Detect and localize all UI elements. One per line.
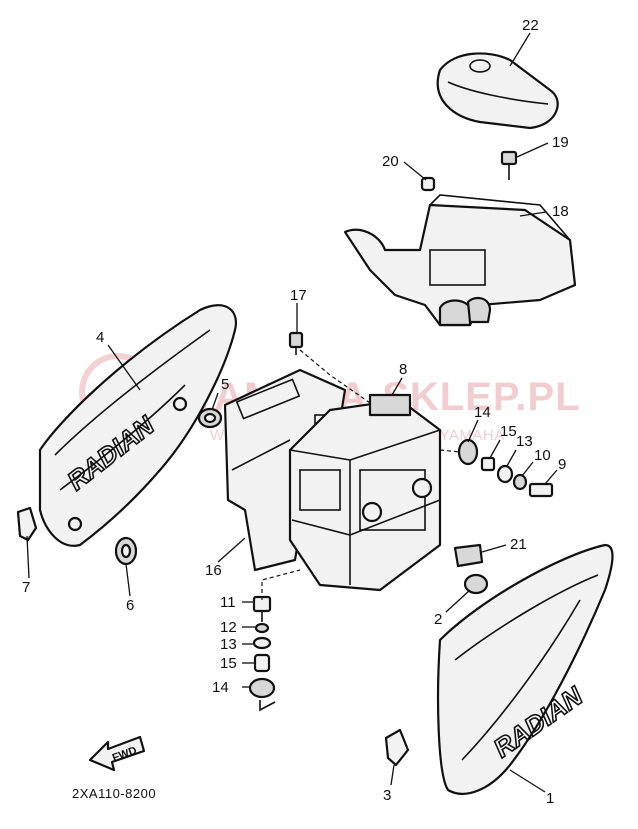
callout-12: 12 [220,619,237,636]
part-14-grommet-lower [248,677,276,699]
callout-7: 7 [22,579,30,596]
callout-19: 19 [552,134,569,151]
part-18-tray [343,194,577,327]
callout-22: 22 [522,17,539,34]
callout-18: 18 [552,203,569,220]
callout-10: 10 [534,447,551,464]
callout-6: 6 [126,597,134,614]
part-7-clip [16,506,38,542]
callout-17: 17 [290,287,307,304]
part-22-pad [436,52,559,130]
callout-13: 13 [516,433,533,450]
part-5-grommet [197,407,223,429]
callout-5: 5 [221,376,229,393]
callout-4: 4 [96,329,104,346]
part-9-bolt [528,482,554,498]
part-13-washer [496,464,514,484]
part-6-grommet [114,536,138,566]
part-15-collar-lower [253,653,271,673]
part-15-collar [480,456,496,472]
part-14-grommet [457,438,479,466]
part-12-washer [254,622,270,634]
part-13-washer-lower [252,636,272,650]
callout-21: 21 [510,536,527,553]
callout-13-lower: 13 [220,636,237,653]
callout-15-lower: 15 [220,655,237,672]
part-3-clip [384,728,410,767]
part-20-cap [420,176,436,192]
callout-11: 11 [220,594,236,611]
lower-fastener-stack [248,569,301,712]
part-21-pad [453,543,484,568]
part-8-battery-box [288,393,442,592]
drawing-code: 2XA110-8200 [72,786,156,801]
callout-14: 14 [474,404,491,421]
part-10-washer [512,473,528,491]
callout-20: 20 [382,153,399,170]
callout-labels: 22 19 20 18 17 4 5 8 14 15 13 10 9 7 6 1… [22,17,569,807]
callout-1: 1 [546,790,554,807]
part-17-bolt [288,331,304,355]
fwd-arrow-icon: FWD [88,735,146,772]
callout-3: 3 [383,787,391,804]
leader-lines [26,32,558,793]
callout-9: 9 [558,456,566,473]
callout-8: 8 [399,361,407,378]
part-19-bolt [500,150,518,180]
callout-15: 15 [500,423,517,440]
callout-14-lower: 14 [212,679,229,696]
callout-16: 16 [205,562,222,579]
part-2-grommet [463,573,489,595]
part-4-left-cover: RADIAN [38,304,238,547]
callout-2: 2 [434,611,442,628]
